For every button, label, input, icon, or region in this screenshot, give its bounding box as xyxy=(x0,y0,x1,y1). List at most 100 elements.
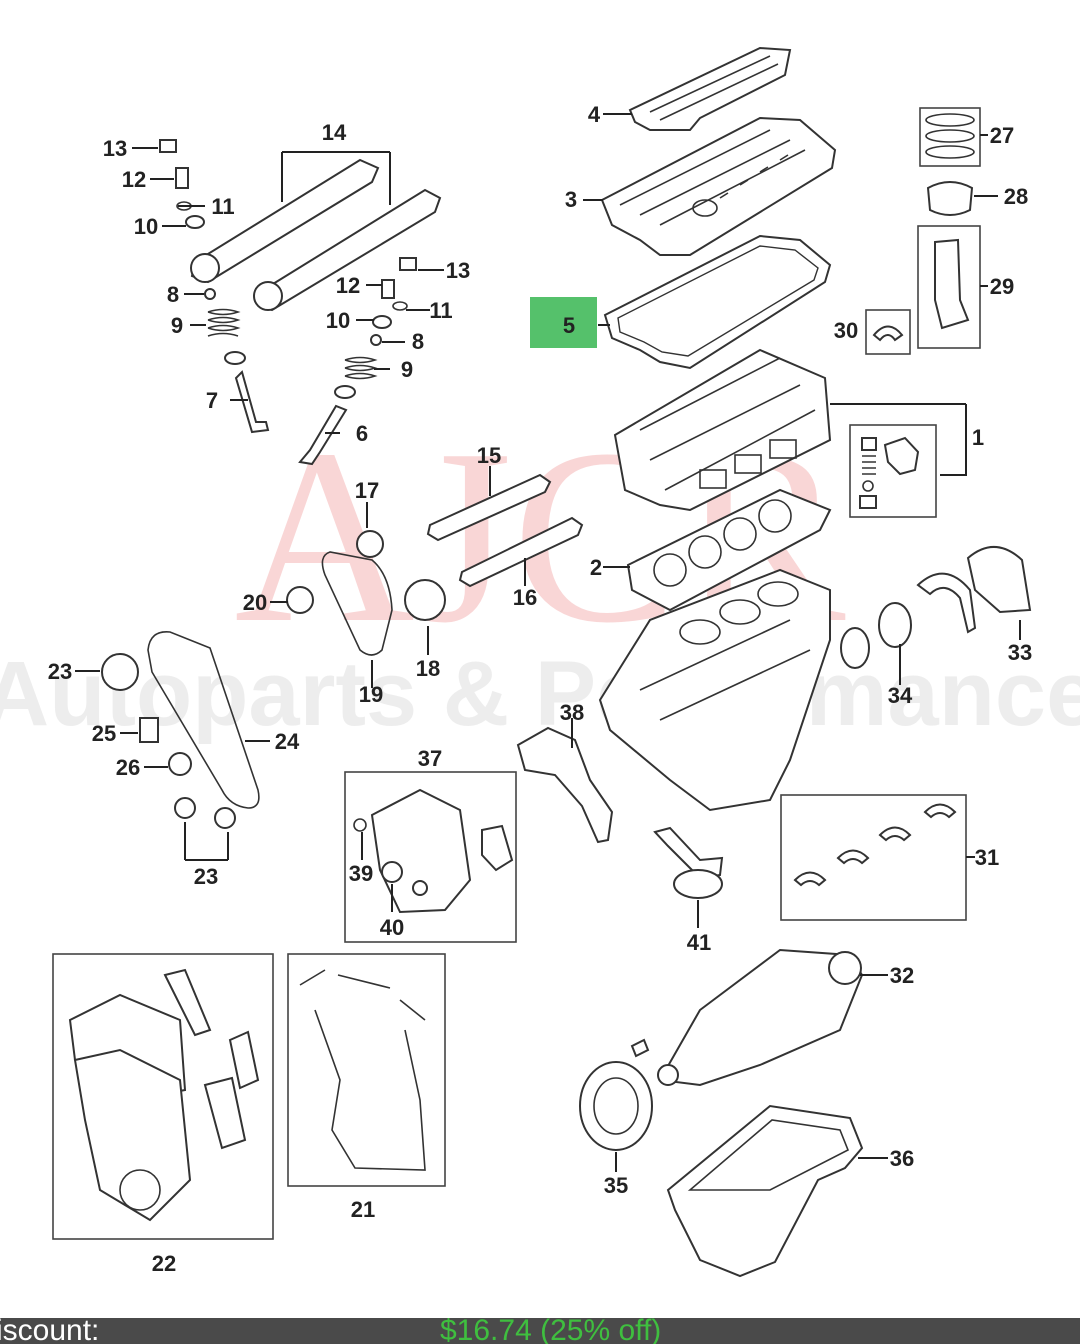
part-40-seal xyxy=(381,861,403,883)
camshaft-upper xyxy=(190,158,380,284)
retainer-left xyxy=(224,351,246,365)
part-37-rotor xyxy=(481,824,514,872)
part-37-plug xyxy=(412,880,428,896)
part-10-lower xyxy=(372,315,392,329)
part-24-timing-belt xyxy=(147,631,260,809)
callout-25: 25 xyxy=(92,721,116,746)
part-1-inset-box xyxy=(849,424,937,518)
callout-9-left: 9 xyxy=(171,313,183,338)
part-12-upper xyxy=(175,167,189,189)
callout-12-upper: 12 xyxy=(122,167,146,192)
callout-21: 21 xyxy=(351,1197,375,1222)
price-footer-bar: iscount: $16.74 (25% off) xyxy=(0,1318,1080,1344)
callout-37: 37 xyxy=(418,746,442,771)
part-8-right xyxy=(370,334,382,346)
callout-1: 1 xyxy=(972,425,984,450)
callout-13-upper: 13 xyxy=(103,136,127,161)
callout-14: 14 xyxy=(322,120,347,145)
part-23-cam-sprocket xyxy=(101,653,139,691)
part-41-strainer xyxy=(673,869,723,899)
callout-11-upper: 11 xyxy=(211,194,234,219)
part-22-lower-cover xyxy=(73,1048,192,1222)
part-20-idler xyxy=(286,586,314,614)
callout-39: 39 xyxy=(349,861,373,886)
part-35-crank-pulley xyxy=(579,1061,653,1151)
part-5-valve-cover-gasket xyxy=(603,234,832,370)
part-22-bracket-a xyxy=(228,1030,260,1090)
part-30-box xyxy=(865,309,911,355)
callout-10-upper: 10 xyxy=(134,214,158,239)
part-9-right-spring xyxy=(344,356,378,380)
callout-24: 24 xyxy=(275,729,300,754)
part-23-lower-a xyxy=(174,797,196,819)
part-36-oil-pan xyxy=(666,1104,864,1278)
callout-30: 30 xyxy=(834,318,858,343)
part-22-bracket-b xyxy=(203,1076,247,1150)
callout-18: 18 xyxy=(416,656,440,681)
part-7-valve xyxy=(234,370,270,434)
part-23-lower-b xyxy=(214,807,236,829)
part-37-box xyxy=(344,771,517,943)
part-1-inset-hardware xyxy=(859,436,920,509)
part-25-tensioner xyxy=(139,717,159,743)
part-21-box xyxy=(287,953,446,1187)
part-4-engine-cover xyxy=(628,46,792,131)
part-12-lower xyxy=(381,279,395,299)
part-22-box xyxy=(52,953,274,1240)
part-34-seal xyxy=(878,602,912,648)
camshaft-lower xyxy=(253,188,442,312)
callout-23-upper: 23 xyxy=(48,659,72,684)
part-30-rod-bearing xyxy=(872,325,904,342)
callout-3: 3 xyxy=(565,187,577,212)
part-17-sprocket xyxy=(356,530,384,558)
callout-9-right: 9 xyxy=(401,357,413,382)
part-39-oring xyxy=(353,818,367,832)
part-29-connecting-rod xyxy=(934,238,970,330)
callout-4: 4 xyxy=(588,102,601,127)
callout-26: 26 xyxy=(116,755,140,780)
part-33-seal-retainer-b xyxy=(966,546,1032,614)
part-2-head-gasket xyxy=(626,488,832,612)
callout-31: 31 xyxy=(975,845,999,870)
part-26-idler xyxy=(168,752,192,776)
callout-17: 17 xyxy=(355,478,379,503)
part-19-balance-belt xyxy=(321,551,393,656)
callout-38: 38 xyxy=(560,700,584,725)
callout-34: 34 xyxy=(888,683,913,708)
part-31-main-bearings xyxy=(793,803,957,887)
callout-16: 16 xyxy=(513,585,537,610)
callout-35: 35 xyxy=(604,1173,628,1198)
callout-19: 19 xyxy=(359,682,383,707)
callout-11-lower: 11 xyxy=(429,298,452,323)
crank-key xyxy=(630,1038,650,1058)
callout-12-lower: 12 xyxy=(336,273,360,298)
callout-2: 2 xyxy=(590,555,602,580)
callout-5: 5 xyxy=(563,313,575,338)
callout-41: 41 xyxy=(687,930,711,955)
callout-40: 40 xyxy=(380,915,404,940)
callout-36: 36 xyxy=(890,1146,914,1171)
discount-label: iscount: xyxy=(0,1318,100,1344)
part-6-valve xyxy=(298,404,348,466)
part-9-left-spring xyxy=(207,308,241,337)
part-41-pickup-tube xyxy=(653,826,724,880)
part-15-balance-shaft xyxy=(426,473,552,542)
callout-7: 7 xyxy=(206,388,218,413)
callout-8-left: 8 xyxy=(167,282,179,307)
callout-32: 32 xyxy=(890,963,914,988)
discount-price: $16.74 (25% off) xyxy=(440,1318,662,1344)
part-18-pulley xyxy=(404,579,446,621)
part-21-cover-gasket xyxy=(314,1009,426,1171)
part-8-left xyxy=(204,288,216,300)
part-28-piston xyxy=(926,181,974,216)
retainer-right xyxy=(334,385,356,399)
callout-23-lower: 23 xyxy=(194,864,218,889)
callout-28: 28 xyxy=(1004,184,1028,209)
callout-15: 15 xyxy=(477,443,501,468)
part-5-highlight xyxy=(530,297,597,348)
callout-22: 22 xyxy=(152,1251,176,1276)
part-3-valve-cover xyxy=(600,116,837,256)
callout-6: 6 xyxy=(356,421,368,446)
callout-29: 29 xyxy=(990,274,1014,299)
